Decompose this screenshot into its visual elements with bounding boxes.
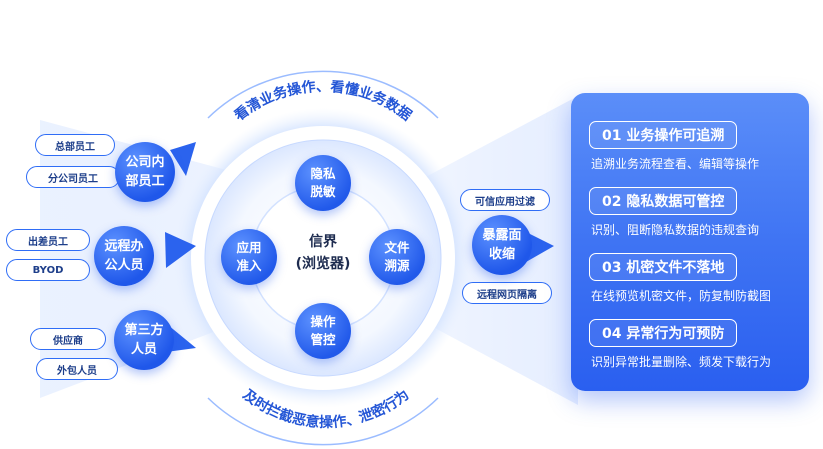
tag-branch-staff: 分公司员工 [26, 166, 120, 188]
top-accent-arc [207, 70, 439, 119]
tag-outsourced: 外包人员 [36, 358, 118, 380]
group-internal-staff: 公司内部员工 [115, 142, 175, 202]
bubble-tail-2 [165, 232, 196, 268]
center-browser-label: 信界 (浏览器) [295, 234, 351, 272]
feature-desc-1: 追溯业务流程查看、编辑等操作 [591, 157, 760, 171]
tag-byod: BYOD [6, 259, 90, 281]
feature-desc-4: 识别异常批量删除、频发下载行为 [591, 355, 772, 369]
bubble-tail-1 [170, 142, 196, 176]
tag-supplier: 供应商 [30, 328, 106, 350]
group-remote-workers: 远程办公人员 [94, 226, 154, 286]
tag-remote-web-isolation: 远程网页隔离 [462, 282, 552, 304]
node-app-access: 应用准入 [221, 229, 277, 285]
feature-desc-2: 识别、阻断隐私数据的违规查询 [591, 223, 760, 237]
node-privacy-masking: 隐私脱敏 [295, 155, 351, 211]
group-internal-staff-label: 公司内部员工 [125, 155, 165, 189]
tag-trusted-app-filter: 可信应用过滤 [460, 189, 550, 211]
group-third-party: 第三方人员 [114, 310, 174, 370]
group-remote-workers-label: 远程办公人员 [104, 239, 144, 273]
feature-title-4: 04 异常行为可预防 [589, 319, 738, 347]
exposure-reduction: 暴露面收缩 [472, 215, 532, 275]
node-operation-control: 操作管控 [295, 303, 351, 359]
node-file-tracing: 文件溯源 [369, 229, 425, 285]
feature-title-1: 01 业务操作可追溯 [589, 121, 738, 149]
tag-hq-staff: 总部员工 [35, 134, 115, 156]
feature-title-2: 02 隐私数据可管控 [589, 187, 738, 215]
feature-desc-3: 在线预览机密文件，防复制防截图 [591, 289, 772, 303]
feature-title-3: 03 机密文件不落地 [589, 253, 738, 281]
bubble-tail-exposure [526, 232, 554, 262]
tag-business-travel: 出差员工 [6, 229, 90, 251]
feature-panel: 01 业务操作可追溯 追溯业务流程查看、编辑等操作 02 隐私数据可管控 识别、… [571, 93, 809, 391]
group-third-party-label: 第三方人员 [124, 323, 164, 357]
exposure-reduction-label: 暴露面收缩 [482, 228, 522, 262]
bottom-accent-arc [207, 397, 439, 446]
